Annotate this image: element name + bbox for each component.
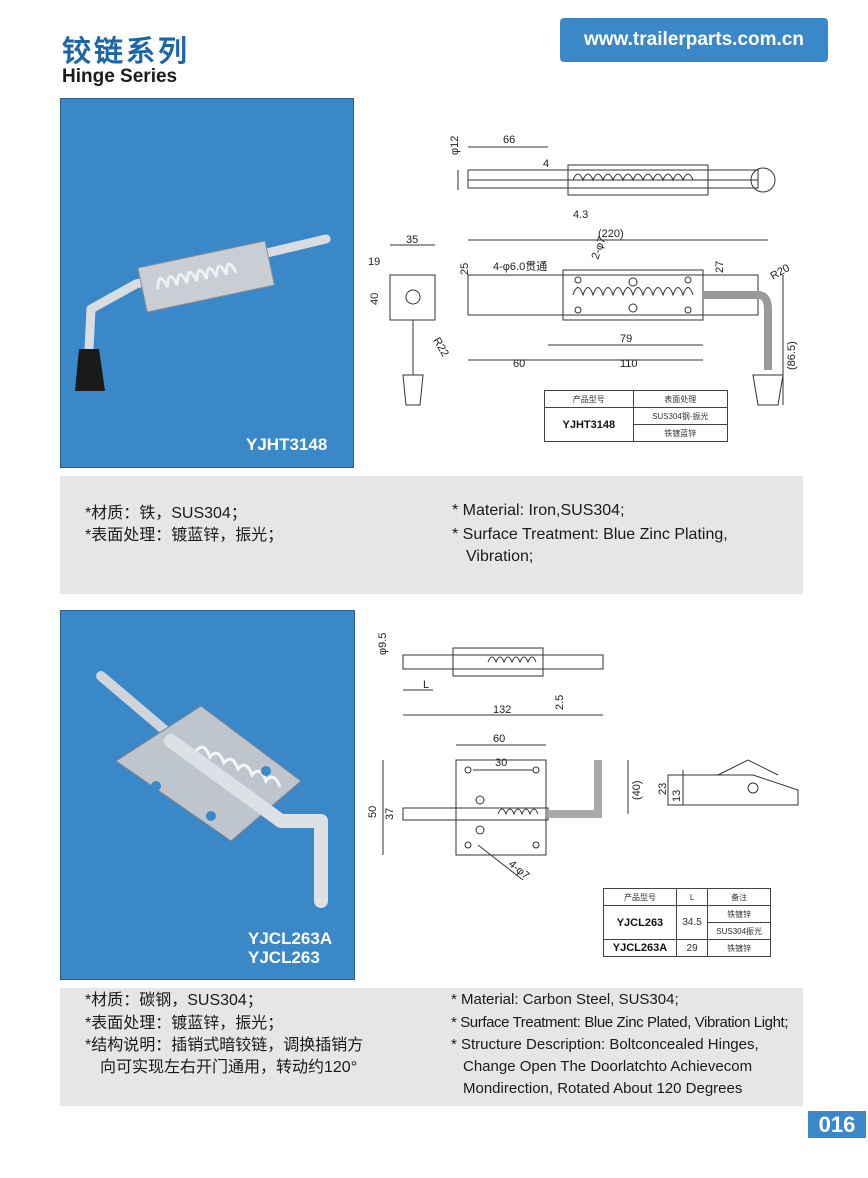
table-header: 产品型号 [603,888,677,906]
table-cell: 29 [675,939,709,957]
dim: (220) [598,228,624,240]
desc-en-line: Vibration; [466,548,534,565]
dim: φ9.5 [377,633,389,655]
dim: 23 [657,783,669,795]
desc-en-line: Change Open The Doorlatchto Achievecom [463,1058,753,1075]
desc-en-line: * Material: Iron,SUS304; [452,502,625,519]
dim: 4.3 [573,209,588,221]
desc-cn-line: *表面处理：镀蓝锌，振光； [85,1015,284,1032]
dim: 60 [493,733,505,745]
desc-en-line: * Structure Description: Boltconcealed H… [451,1036,759,1053]
table-cell: YJHT3148 [544,407,634,442]
dim: 13 [671,790,683,802]
table-cell: 34.5 [675,905,709,940]
dim: R22 [430,336,450,359]
technical-drawing-yjcl263: φ9.5 L 132 2.5 60 30 50 37 (40) 23 13 4-… [367,633,799,880]
page-title-en: Hinge Series [62,66,178,87]
product-model-label: YJHT3148 [246,435,328,454]
website-url[interactable]: www.trailerparts.com.cn [560,18,828,62]
desc-cn-line: *材质：铁，SUS304； [85,505,247,522]
table-header: 备注 [707,888,771,906]
table-cell: SUS304钢·振光 [632,407,729,425]
desc-cn-line: *表面处理：镀蓝锌，振光； [85,527,284,544]
dim: L [423,679,429,691]
product-photo-yjht3148: YJHT3148 [60,98,354,468]
table-cell: YJCL263A [603,939,677,957]
dim: 2-φ7 [590,235,609,261]
product-model-label: YJCL263 [248,948,320,967]
table-cell: 铁镀锌 [707,939,771,957]
spring-latch-image [75,234,331,391]
dim: 2.5 [554,695,566,710]
dim: 37 [384,808,396,820]
dim: 79 [620,333,632,345]
desc-en-line: * Surface Treatment: Blue Zinc Plating, [452,526,728,543]
desc-cn-line: *结构说明：插销式暗铰链，调换插销方 [85,1037,364,1054]
dim: R20 [769,262,792,282]
dim: 4-φ6.0贯通 [493,260,547,273]
product-photo-yjcl263: YJCL263A YJCL263 [60,610,355,980]
table-header: L [675,888,709,906]
desc-en-line: Mondirection, Rotated About 120 Degrees [463,1080,743,1097]
table-cell: YJCL263 [603,905,677,940]
dim: 4 [543,158,549,170]
table-cell: 铁镀锌 [707,905,771,923]
table-header: 产品型号 [544,390,634,408]
dim: 66 [503,134,515,146]
page-title-cn: 铰链系列 [62,34,191,68]
desc-en-line: * Material: Carbon Steel, SUS304; [451,991,679,1008]
dim: 19 [368,256,380,268]
dim: 110 [620,358,638,370]
dim: 40 [369,293,381,305]
dim: 27 [714,261,726,273]
description-panel-1: *材质：铁，SUS304； *表面处理：镀蓝锌，振光； * Material: … [60,476,803,594]
desc-cn-line: 向可实现左右开门通用，转动约120° [100,1059,358,1076]
dim: 60 [513,358,525,370]
table-cell: SUS304振光 [707,922,771,940]
dim: 25 [459,263,471,275]
product-model-label: YJCL263A [248,929,333,948]
dim: (40) [631,780,643,800]
concealed-hinge-image [96,671,328,908]
dim: 30 [495,757,507,769]
dim: 35 [406,234,418,246]
dim: 4-φ7 [506,858,531,880]
dim: 132 [493,704,511,716]
table-header: 表面处理 [632,390,729,408]
desc-en-line: * Surface Treatment: Blue Zinc Plated, V… [451,1014,789,1031]
description-panel-2: *材质：碳钢，SUS304； *表面处理：镀蓝锌，振光； *结构说明：插销式暗铰… [60,988,803,1106]
dim: (86.5) [786,341,798,370]
desc-cn-line: *材质：碳钢，SUS304； [85,992,263,1009]
technical-drawing-yjht3148: φ12 66 4 4.3 35 19 40 R22 (220) 4-φ6.0贯通… [368,134,798,406]
dim: 50 [367,806,379,818]
table-cell: 铁镀蓝锌 [632,424,729,442]
dim: φ12 [449,136,461,155]
page-number: 016 [808,1111,866,1138]
